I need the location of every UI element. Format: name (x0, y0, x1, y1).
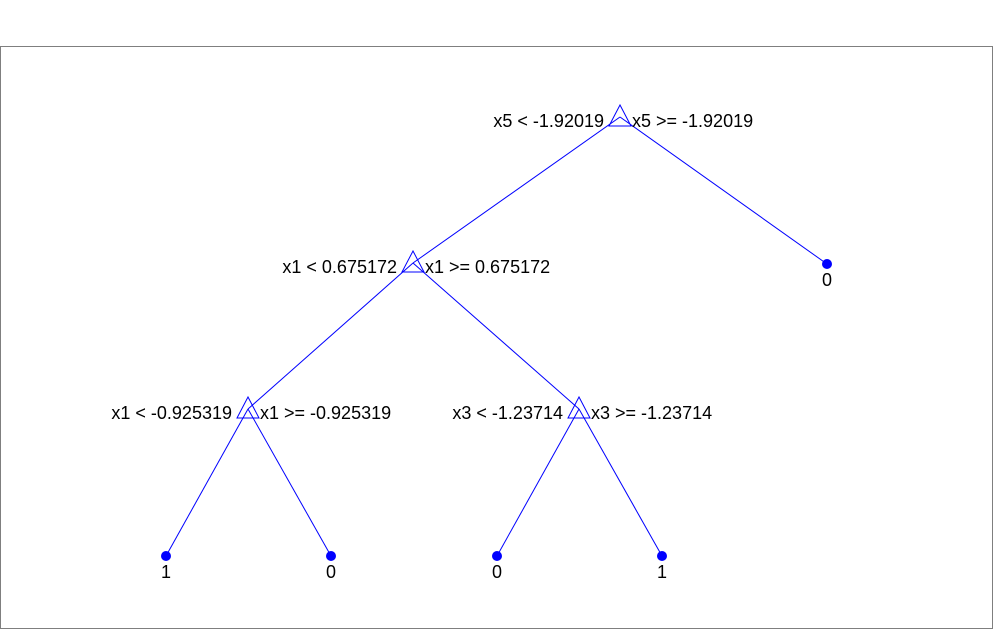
split-left-condition: x1 < -0.925319 (111, 403, 232, 423)
leaf-node-marker (161, 551, 171, 561)
edges-layer (165, 116, 828, 557)
leaf-class-label: 0 (326, 562, 336, 582)
leaf-node-n8: 0 (492, 551, 502, 582)
edge-n1-n3 (619, 116, 828, 265)
split-left-condition: x1 < 0.675172 (282, 257, 397, 277)
split-node-n4: x1 < -0.925319 x1 >= -0.925319 (111, 395, 391, 423)
leaf-node-n6: 1 (161, 551, 171, 582)
leaf-node-marker (326, 551, 336, 561)
edge-n2-n4 (247, 262, 414, 410)
edge-n1-n2 (412, 116, 621, 264)
split-node-n2: x1 < 0.675172 x1 >= 0.675172 (282, 249, 550, 277)
leaf-node-n9: 1 (657, 551, 667, 582)
leaf-node-n3: 0 (822, 259, 832, 290)
edge-n4-n7 (247, 408, 332, 557)
nodes-layer: x5 < -1.92019 x5 >= -1.92019 x1 < 0.6751… (111, 103, 832, 582)
edge-n5-n8 (496, 408, 580, 557)
leaf-class-label: 1 (657, 562, 667, 582)
split-node-marker (608, 103, 632, 127)
leaf-node-marker (492, 551, 502, 561)
split-node-n5: x3 < -1.23714 x3 >= -1.23714 (452, 395, 712, 423)
edge-n5-n9 (578, 408, 663, 557)
edge-n4-n6 (165, 408, 249, 557)
split-right-condition: x1 >= 0.675172 (425, 257, 550, 277)
split-node-marker (401, 249, 425, 273)
plot-frame (0, 46, 993, 629)
split-right-condition: x5 >= -1.92019 (632, 111, 753, 131)
split-left-condition: x3 < -1.23714 (452, 403, 563, 423)
split-left-condition: x5 < -1.92019 (493, 111, 604, 131)
split-node-marker (236, 395, 260, 419)
leaf-class-label: 0 (822, 270, 832, 290)
edge-n2-n5 (412, 262, 580, 410)
split-node-marker (567, 395, 591, 419)
leaf-node-marker (657, 551, 667, 561)
leaf-class-label: 1 (161, 562, 171, 582)
split-node-n1: x5 < -1.92019 x5 >= -1.92019 (493, 103, 753, 131)
leaf-node-n7: 0 (326, 551, 336, 582)
split-right-condition: x3 >= -1.23714 (591, 403, 712, 423)
leaf-class-label: 0 (492, 562, 502, 582)
leaf-node-marker (822, 259, 832, 269)
split-right-condition: x1 >= -0.925319 (260, 403, 391, 423)
